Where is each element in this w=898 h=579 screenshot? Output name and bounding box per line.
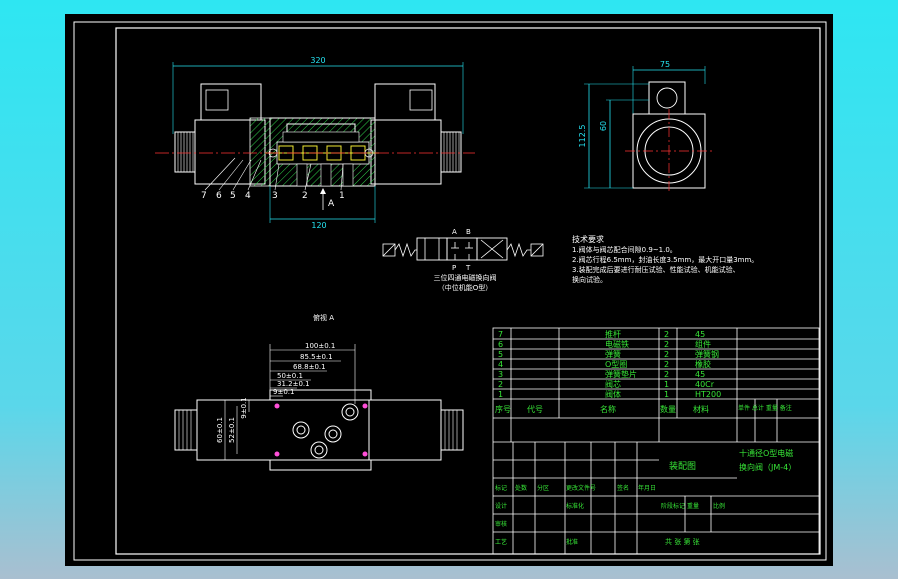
dim-52-v: 52±0.1 — [228, 417, 236, 443]
bom-row-5-name: 弹簧 — [605, 349, 621, 359]
bom-header-no: 序号 — [495, 404, 511, 414]
dim-68-8: 68.8±0.1 — [293, 363, 326, 371]
bottom-view: 俯视 A — [174, 313, 464, 471]
cad-viewport[interactable]: 320 — [65, 14, 833, 566]
label-weight: 重量 — [687, 502, 699, 510]
section-arrow-label: A — [328, 199, 335, 209]
dim-85-5: 85.5±0.1 — [300, 353, 333, 361]
port-a: A — [452, 228, 457, 236]
bom-row-6-no: 6 — [498, 340, 503, 349]
label-design: 设计 — [495, 502, 507, 510]
callout-4: 4 — [245, 191, 251, 201]
bom-row-5-no: 5 — [498, 350, 503, 359]
bom-row-7-no: 7 — [498, 330, 503, 339]
bom-row-7-qty: 2 — [664, 330, 669, 339]
drawing-title-2: 换向阀（JM-4） — [739, 462, 796, 472]
dim-120: 120 — [311, 221, 326, 230]
label-scale: 比例 — [713, 502, 725, 510]
callout-3: 3 — [272, 191, 278, 201]
bom-row-1-qty: 1 — [664, 390, 669, 399]
title-block — [492, 327, 820, 555]
bom-row-6-name: 电磁铁 — [605, 339, 629, 349]
bom-row-1-mat: HT200 — [695, 390, 721, 399]
bom-row-6-qty: 2 — [664, 340, 669, 349]
tech-req-line-4: 换向试验。 — [572, 275, 607, 284]
bom-row-4-no: 4 — [498, 360, 503, 369]
drawing-type: 装配图 — [669, 460, 696, 472]
tech-req-title: 技术要求 — [572, 234, 604, 244]
bom-row-1-no: 1 — [498, 390, 503, 399]
callout-7: 7 — [201, 191, 207, 201]
tech-req-line-1: 1.阀体与阀芯配合间隙0.9~1.0。 — [572, 245, 677, 254]
front-section-view: 320 — [155, 56, 475, 230]
view-label: 俯视 A — [313, 313, 334, 322]
bom-row-6-mat: 组件 — [695, 339, 711, 349]
label-sheet: 共 张 第 张 — [665, 537, 700, 546]
label-review: 审核 — [495, 520, 507, 528]
bom-row-3-no: 3 — [498, 370, 503, 379]
bom-row-3-mat: 45 — [695, 370, 705, 379]
bom-header-code: 代号 — [527, 404, 543, 414]
dim-31-2: 31.2±0.1 — [277, 380, 310, 388]
outer-frame — [73, 21, 827, 561]
bom-header-material: 材料 — [693, 404, 709, 414]
dim-320: 320 — [310, 56, 325, 65]
dim-9-v: 9±0.1 — [240, 397, 248, 418]
symbol-caption-1: 三位四通电磁换向阀 — [434, 273, 497, 282]
bom-row-2-name: 阀芯 — [605, 379, 621, 389]
callout-2: 2 — [302, 191, 308, 201]
label-approve: 批准 — [566, 538, 578, 546]
tech-req-line-3: 3.装配完成后要进行耐压试验、性能试验、机能试验、 — [572, 265, 740, 274]
label-mark: 标记 — [495, 484, 507, 492]
bom-table: 7 推杆 2 45 6 电磁铁 2 组件 5 弹簧 2 弹簧钢 4 O型圈 2 … — [495, 329, 792, 414]
label-date: 年月日 — [638, 484, 656, 492]
title-block-labels: 装配图 十通径O型电磁 换向阀（JM-4） 标记 处数 分区 更改文件号 签名 … — [495, 448, 796, 546]
tech-req-line-2: 2.阀芯行程6.5mm，封油长度3.5mm，最大开口量3mm。 — [572, 255, 758, 264]
bom-row-1-name: 阀体 — [605, 389, 621, 399]
bom-row-5-mat: 弹簧钢 — [695, 349, 719, 359]
bom-row-4-name: O型圈 — [605, 360, 627, 369]
bom-header-name: 名称 — [600, 404, 616, 414]
label-change-doc: 更改文件号 — [566, 484, 596, 492]
port-p: P — [452, 264, 456, 272]
label-count: 处数 — [515, 484, 527, 492]
port-t: T — [465, 264, 471, 272]
bom-row-2-mat: 40Cr — [695, 380, 715, 389]
dim-9-h: 9±0.1 — [273, 388, 294, 396]
dim-60: 60 — [599, 121, 608, 131]
bom-row-3-qty: 2 — [664, 370, 669, 379]
label-sign: 签名 — [617, 484, 629, 492]
bom-row-2-qty: 1 — [664, 380, 669, 389]
port-b: B — [466, 228, 471, 236]
bom-row-4-mat: 橡胶 — [695, 359, 711, 369]
label-stage: 阶段标记 — [661, 502, 685, 510]
dim-60-v: 60±0.1 — [216, 417, 224, 443]
part-callouts: 7 6 5 4 3 2 1 — [201, 191, 345, 201]
callout-6: 6 — [216, 191, 222, 201]
dim-100: 100±0.1 — [305, 342, 335, 350]
bom-row-2-no: 2 — [498, 380, 503, 389]
dim-75: 75 — [660, 60, 670, 69]
cad-drawing: 320 — [73, 21, 827, 561]
hydraulic-symbol: A B P T 三位四通电磁换向阀 （中位机能O型） — [382, 228, 544, 292]
label-standard: 标准化 — [566, 502, 584, 510]
dim-50: 50±0.1 — [277, 372, 303, 380]
symbol-caption-2: （中位机能O型） — [438, 283, 493, 292]
callout-5: 5 — [230, 191, 236, 201]
bom-row-5-qty: 2 — [664, 350, 669, 359]
callout-1: 1 — [339, 191, 345, 201]
label-zone: 分区 — [537, 484, 549, 492]
bom-row-7-name: 推杆 — [605, 329, 621, 339]
label-process: 工艺 — [495, 538, 507, 546]
inner-frame — [115, 27, 821, 555]
bom-header-qty: 数量 — [660, 404, 676, 414]
drawing-title-1: 十通径O型电磁 — [739, 448, 793, 458]
bom-header-note: 单件 总计 重量 备注 — [738, 404, 792, 412]
bom-row-3-name: 弹簧垫片 — [605, 369, 637, 379]
dim-112-5: 112.5 — [578, 125, 587, 148]
bom-row-4-qty: 2 — [664, 360, 669, 369]
side-view: 75 112.5 60 — [578, 60, 715, 194]
bom-row-7-mat: 45 — [695, 330, 705, 339]
technical-requirements: 技术要求 1.阀体与阀芯配合间隙0.9~1.0。 2.阀芯行程6.5mm，封油长… — [572, 234, 758, 284]
